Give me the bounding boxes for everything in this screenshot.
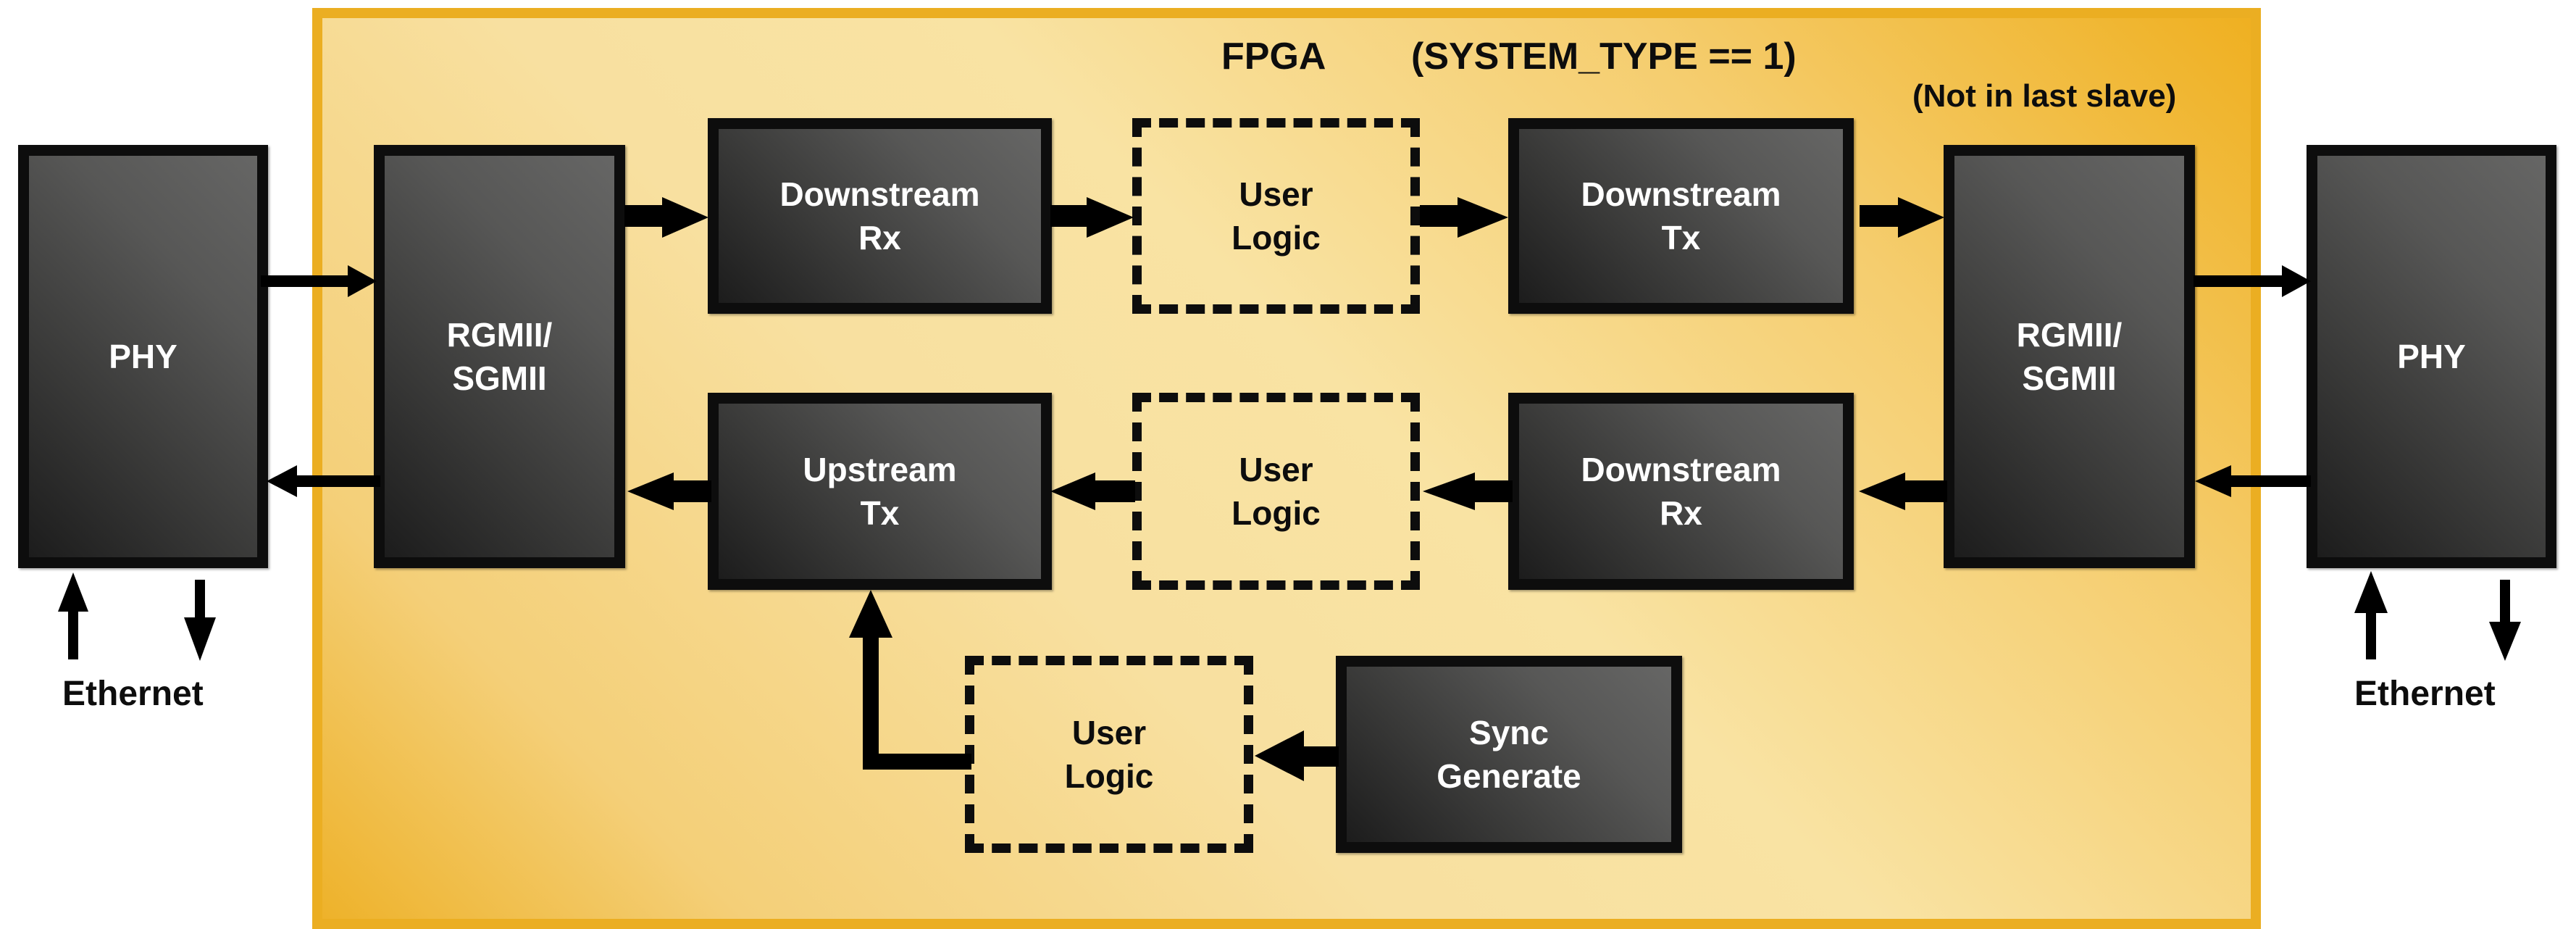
- arrow-left-rgmii-to-phy: [267, 465, 380, 497]
- fpga-condition: (SYSTEM_TYPE == 1): [1411, 36, 1797, 78]
- arrow-user-logic-to-downstream-tx: [1420, 197, 1508, 238]
- block-label-line2: Generate: [1437, 757, 1581, 795]
- block-label-line1: Downstream: [779, 175, 980, 213]
- block-label-line2: Logic: [1231, 219, 1321, 257]
- block-label-line2: Logic: [1064, 757, 1154, 795]
- arrow-right-rgmii-to-downstream-rx: [1859, 472, 1947, 510]
- right-rgmii-sgmii-block: RGMII/ SGMII: [1944, 145, 2195, 568]
- block-label-line1: Downstream: [1581, 451, 1781, 488]
- block-label-line2: Rx: [1660, 494, 1702, 532]
- sync-generate-block: Sync Generate: [1336, 656, 1682, 853]
- user-logic-block-sync: User Logic: [965, 656, 1253, 853]
- left-phy-block: PHY: [18, 145, 268, 568]
- arrow-upstream-tx-to-left-rgmii: [627, 472, 711, 510]
- arrow-sync-generate-to-user-logic: [1255, 730, 1339, 781]
- arrow-user-logic-to-upstream-tx-elbow: [849, 590, 971, 770]
- block-label-line1: Upstream: [803, 451, 957, 488]
- right-mac-label-line2: SGMII: [2022, 359, 2117, 397]
- user-logic-block-middle: User Logic: [1132, 393, 1420, 590]
- left-mac-label-line2: SGMII: [452, 359, 547, 397]
- block-label-line2: Logic: [1231, 494, 1321, 532]
- user-logic-block-top: User Logic: [1132, 118, 1420, 314]
- block-label-line2: Tx: [860, 494, 900, 532]
- right-phy-block: PHY: [2307, 145, 2556, 568]
- fpga-title: FPGA: [1221, 36, 1326, 78]
- left-mac-label-line1: RGMII/: [446, 316, 553, 354]
- block-label-line1: User: [1239, 451, 1313, 488]
- left-phy-label: PHY: [109, 338, 177, 375]
- block-label-line1: User: [1071, 714, 1147, 751]
- arrow-user-logic-to-upstream-tx: [1050, 472, 1135, 510]
- right-mac-label-line1: RGMII/: [2016, 316, 2123, 354]
- upstream-tx-block: Upstream Tx: [708, 393, 1052, 590]
- arrow-downstream-rx-to-user-logic: [1050, 197, 1134, 238]
- block-label-line2: Rx: [858, 219, 901, 257]
- left-ethernet-up-arrow: [58, 572, 88, 659]
- downstream-tx-block: Downstream Tx: [1508, 118, 1854, 314]
- arrow-left-phy-to-rgmii: [261, 265, 377, 297]
- block-label-line1: Sync: [1469, 714, 1549, 751]
- downstream-rx-block-top: Downstream Rx: [708, 118, 1052, 314]
- block-label-line2: Tx: [1661, 219, 1701, 257]
- block-label-line1: Downstream: [1581, 175, 1781, 213]
- arrow-rgmii-to-downstream-rx: [624, 197, 708, 238]
- right-ethernet-down-arrow: [2489, 580, 2521, 661]
- arrow-downstream-tx-to-right-rgmii: [1860, 197, 1944, 238]
- right-ethernet-up-arrow: [2354, 571, 2388, 659]
- left-ethernet-label: Ethernet: [62, 675, 204, 713]
- fpga-container: [312, 8, 2261, 929]
- left-ethernet-down-arrow: [184, 580, 216, 661]
- downstream-rx-block-bottom: Downstream Rx: [1508, 393, 1854, 590]
- block-label-line1: User: [1239, 175, 1313, 213]
- arrow-right-phy-to-rgmii: [2195, 465, 2311, 497]
- right-phy-label: PHY: [2397, 338, 2466, 375]
- right-ethernet-label: Ethernet: [2354, 675, 2496, 713]
- arrow-downstream-rx-to-user-logic: [1423, 472, 1513, 510]
- arrow-right-rgmii-to-phy: [2194, 265, 2311, 297]
- left-rgmii-sgmii-block: RGMII/ SGMII: [374, 145, 625, 568]
- not-in-last-slave-note: (Not in last slave): [1912, 78, 2177, 114]
